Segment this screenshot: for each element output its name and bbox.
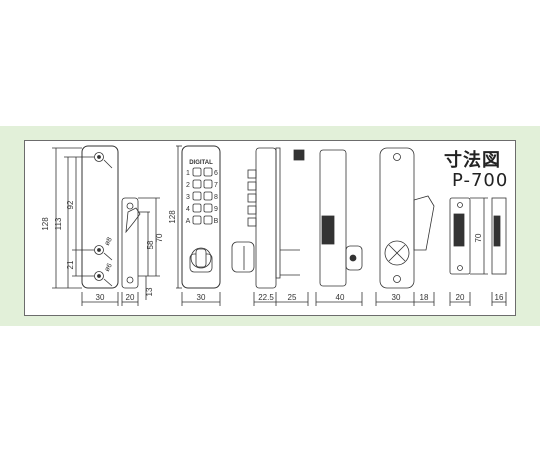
dim-30-c: 30 — [392, 293, 401, 302]
keypad-key-3 — [192, 191, 202, 201]
dim-58: 58 — [146, 240, 155, 249]
keypad-key-label: 4 — [186, 206, 190, 213]
keypad-key-7 — [203, 179, 213, 189]
dim-21: 21 — [66, 260, 75, 269]
dim-40: 40 — [336, 293, 345, 302]
keypad-key-label: 3 — [186, 194, 190, 201]
keypad-key-2 — [192, 179, 202, 189]
dim-20-a: 20 — [126, 293, 135, 302]
keypad-key-B — [203, 215, 213, 225]
dim-30-a: 30 — [96, 293, 105, 302]
dim-25: 25 — [288, 293, 297, 302]
dim-16: 16 — [495, 293, 504, 302]
keypad-key-label: B — [214, 218, 219, 225]
dim-113: 113 — [54, 217, 63, 230]
dim-hole-8: ø8 — [104, 236, 114, 247]
lock-side-view — [231, 147, 309, 306]
keypad-key-6 — [203, 167, 213, 177]
keypad-brand-label: DIGITAL — [189, 160, 213, 166]
keypad-key-label: 1 — [186, 170, 190, 177]
dim-70-a: 70 — [155, 233, 164, 242]
dim-hole-6: ø6 — [104, 262, 114, 273]
strike-plate-view — [449, 197, 488, 306]
dim-18: 18 — [420, 293, 429, 302]
keypad-key-8 — [203, 191, 213, 201]
model-number: P-700 — [452, 170, 509, 191]
dim-30-b: 30 — [197, 293, 206, 302]
dim-70-b: 70 — [474, 233, 483, 242]
dim-20-b: 20 — [456, 293, 465, 302]
drawing-panel — [24, 140, 516, 316]
keypad-key-label: 8 — [214, 194, 218, 201]
dim-13: 13 — [145, 287, 154, 296]
keypad-key-label: 2 — [186, 182, 190, 189]
keypad-view: 1 2 3 4A 6 7 8 9B — [176, 145, 221, 306]
dim-128-b: 128 — [168, 210, 177, 224]
keypad-key-label: A — [186, 218, 191, 225]
keypad-key-4 — [192, 203, 202, 213]
keypad-key-label: 7 — [214, 182, 218, 189]
body-side-view — [315, 149, 363, 306]
dim-22-5: 22.5 — [258, 293, 274, 302]
keypad-key-A — [192, 215, 202, 225]
drawing-title: 寸法図 — [444, 150, 501, 171]
front-plate-view — [52, 145, 119, 306]
strike-side-view — [491, 197, 507, 306]
keypad-key-label: 6 — [214, 170, 218, 177]
keypad-key-1 — [192, 167, 202, 177]
side-bracket-view — [121, 197, 160, 306]
dim-128-a: 128 — [41, 217, 50, 231]
keypad-key-label: 9 — [214, 206, 218, 213]
back-plate-view — [375, 147, 435, 306]
dim-92: 92 — [66, 200, 75, 209]
keypad-key-9 — [203, 203, 213, 213]
